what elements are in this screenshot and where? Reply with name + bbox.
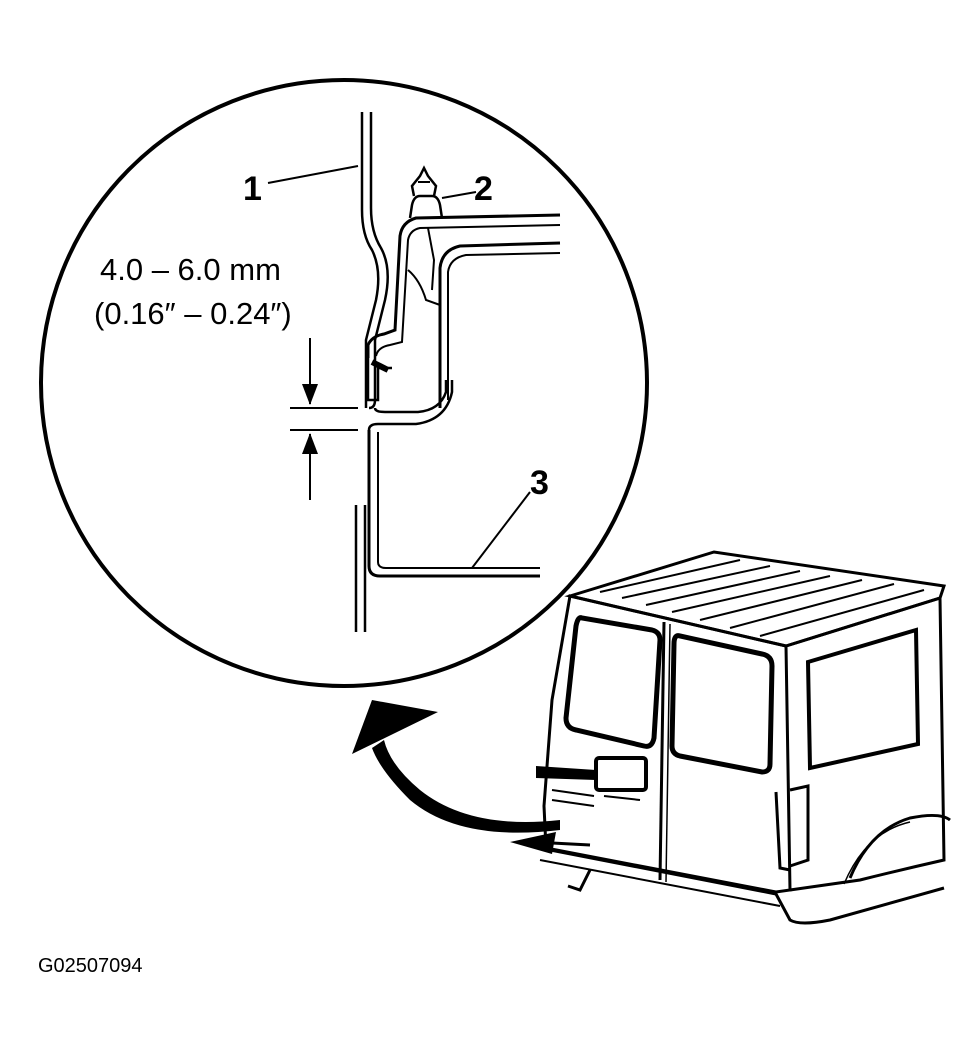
license-plate-area [594, 756, 648, 792]
inner-reinforcement [366, 165, 561, 408]
up-arrow-icon [302, 433, 318, 454]
leader-lines [267, 165, 531, 569]
dimension-imperial: (0.16″ – 0.24″) [94, 296, 292, 331]
pointer-arrows [352, 700, 596, 854]
figure-id: G02507094 [38, 955, 143, 977]
roof-ribs [599, 559, 925, 637]
van-rear [539, 550, 951, 925]
lower-panel [367, 380, 540, 578]
outer-panel [354, 112, 389, 632]
detail-circle [39, 78, 649, 688]
callout-2: 2 [474, 170, 493, 208]
detail-cross-section: 1 2 3 4.0 – 6.0 mm (0.16″ – 0.24″) [94, 112, 561, 632]
callout-3: 3 [530, 464, 549, 502]
gap-dimension [290, 338, 358, 500]
callout-1: 1 [243, 170, 262, 208]
dimension-metric: 4.0 – 6.0 mm [100, 252, 281, 287]
down-arrow-icon [302, 384, 318, 405]
curved-arrow-head-icon [352, 700, 438, 754]
